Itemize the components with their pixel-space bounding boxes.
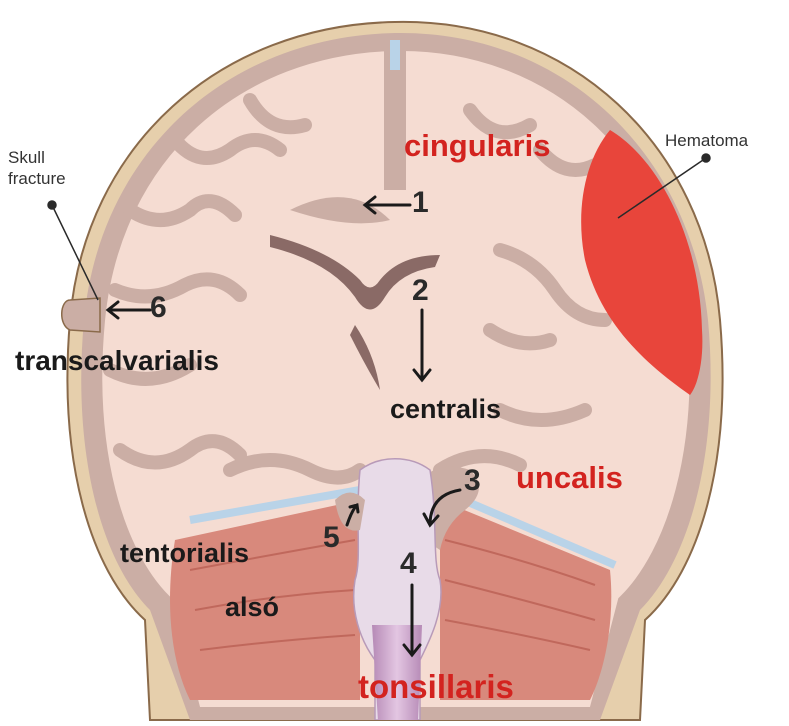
tentorialis-label: tentorialis — [120, 538, 250, 568]
number-2: 2 — [412, 274, 429, 307]
cingularis-label: cingularis — [404, 128, 551, 163]
hematoma-pointer — [617, 157, 707, 219]
number-1: 1 — [412, 186, 429, 219]
cerebellum-left — [170, 500, 360, 700]
skull-fracture-pointer — [51, 204, 99, 301]
number-5: 5 — [323, 521, 340, 554]
arrow-4 — [402, 583, 422, 658]
number-6: 6 — [150, 291, 167, 324]
centralis-label: centralis — [390, 394, 502, 424]
number-4: 4 — [400, 547, 417, 580]
uncalis-label: uncalis — [516, 460, 623, 495]
spinal-cord — [372, 625, 422, 720]
arrow-3 — [422, 488, 462, 528]
gyri — [103, 93, 612, 485]
arrow-1 — [362, 195, 412, 215]
hematoma — [581, 130, 703, 395]
number-3: 3 — [464, 464, 481, 497]
tonsillaris-label: tonsillaris — [358, 668, 514, 705]
hematoma-label: Hematoma — [665, 131, 749, 150]
ventricles — [270, 235, 440, 310]
arrow-2 — [412, 308, 432, 383]
arrow-6 — [105, 300, 152, 320]
also-label: alsó — [225, 592, 280, 622]
transcalvarialis-label: transcalvarialis — [15, 345, 219, 376]
skull-fracture-bump — [61, 297, 101, 333]
arrow-5 — [345, 503, 360, 527]
skull-fracture-label: Skull fracture — [8, 148, 66, 189]
